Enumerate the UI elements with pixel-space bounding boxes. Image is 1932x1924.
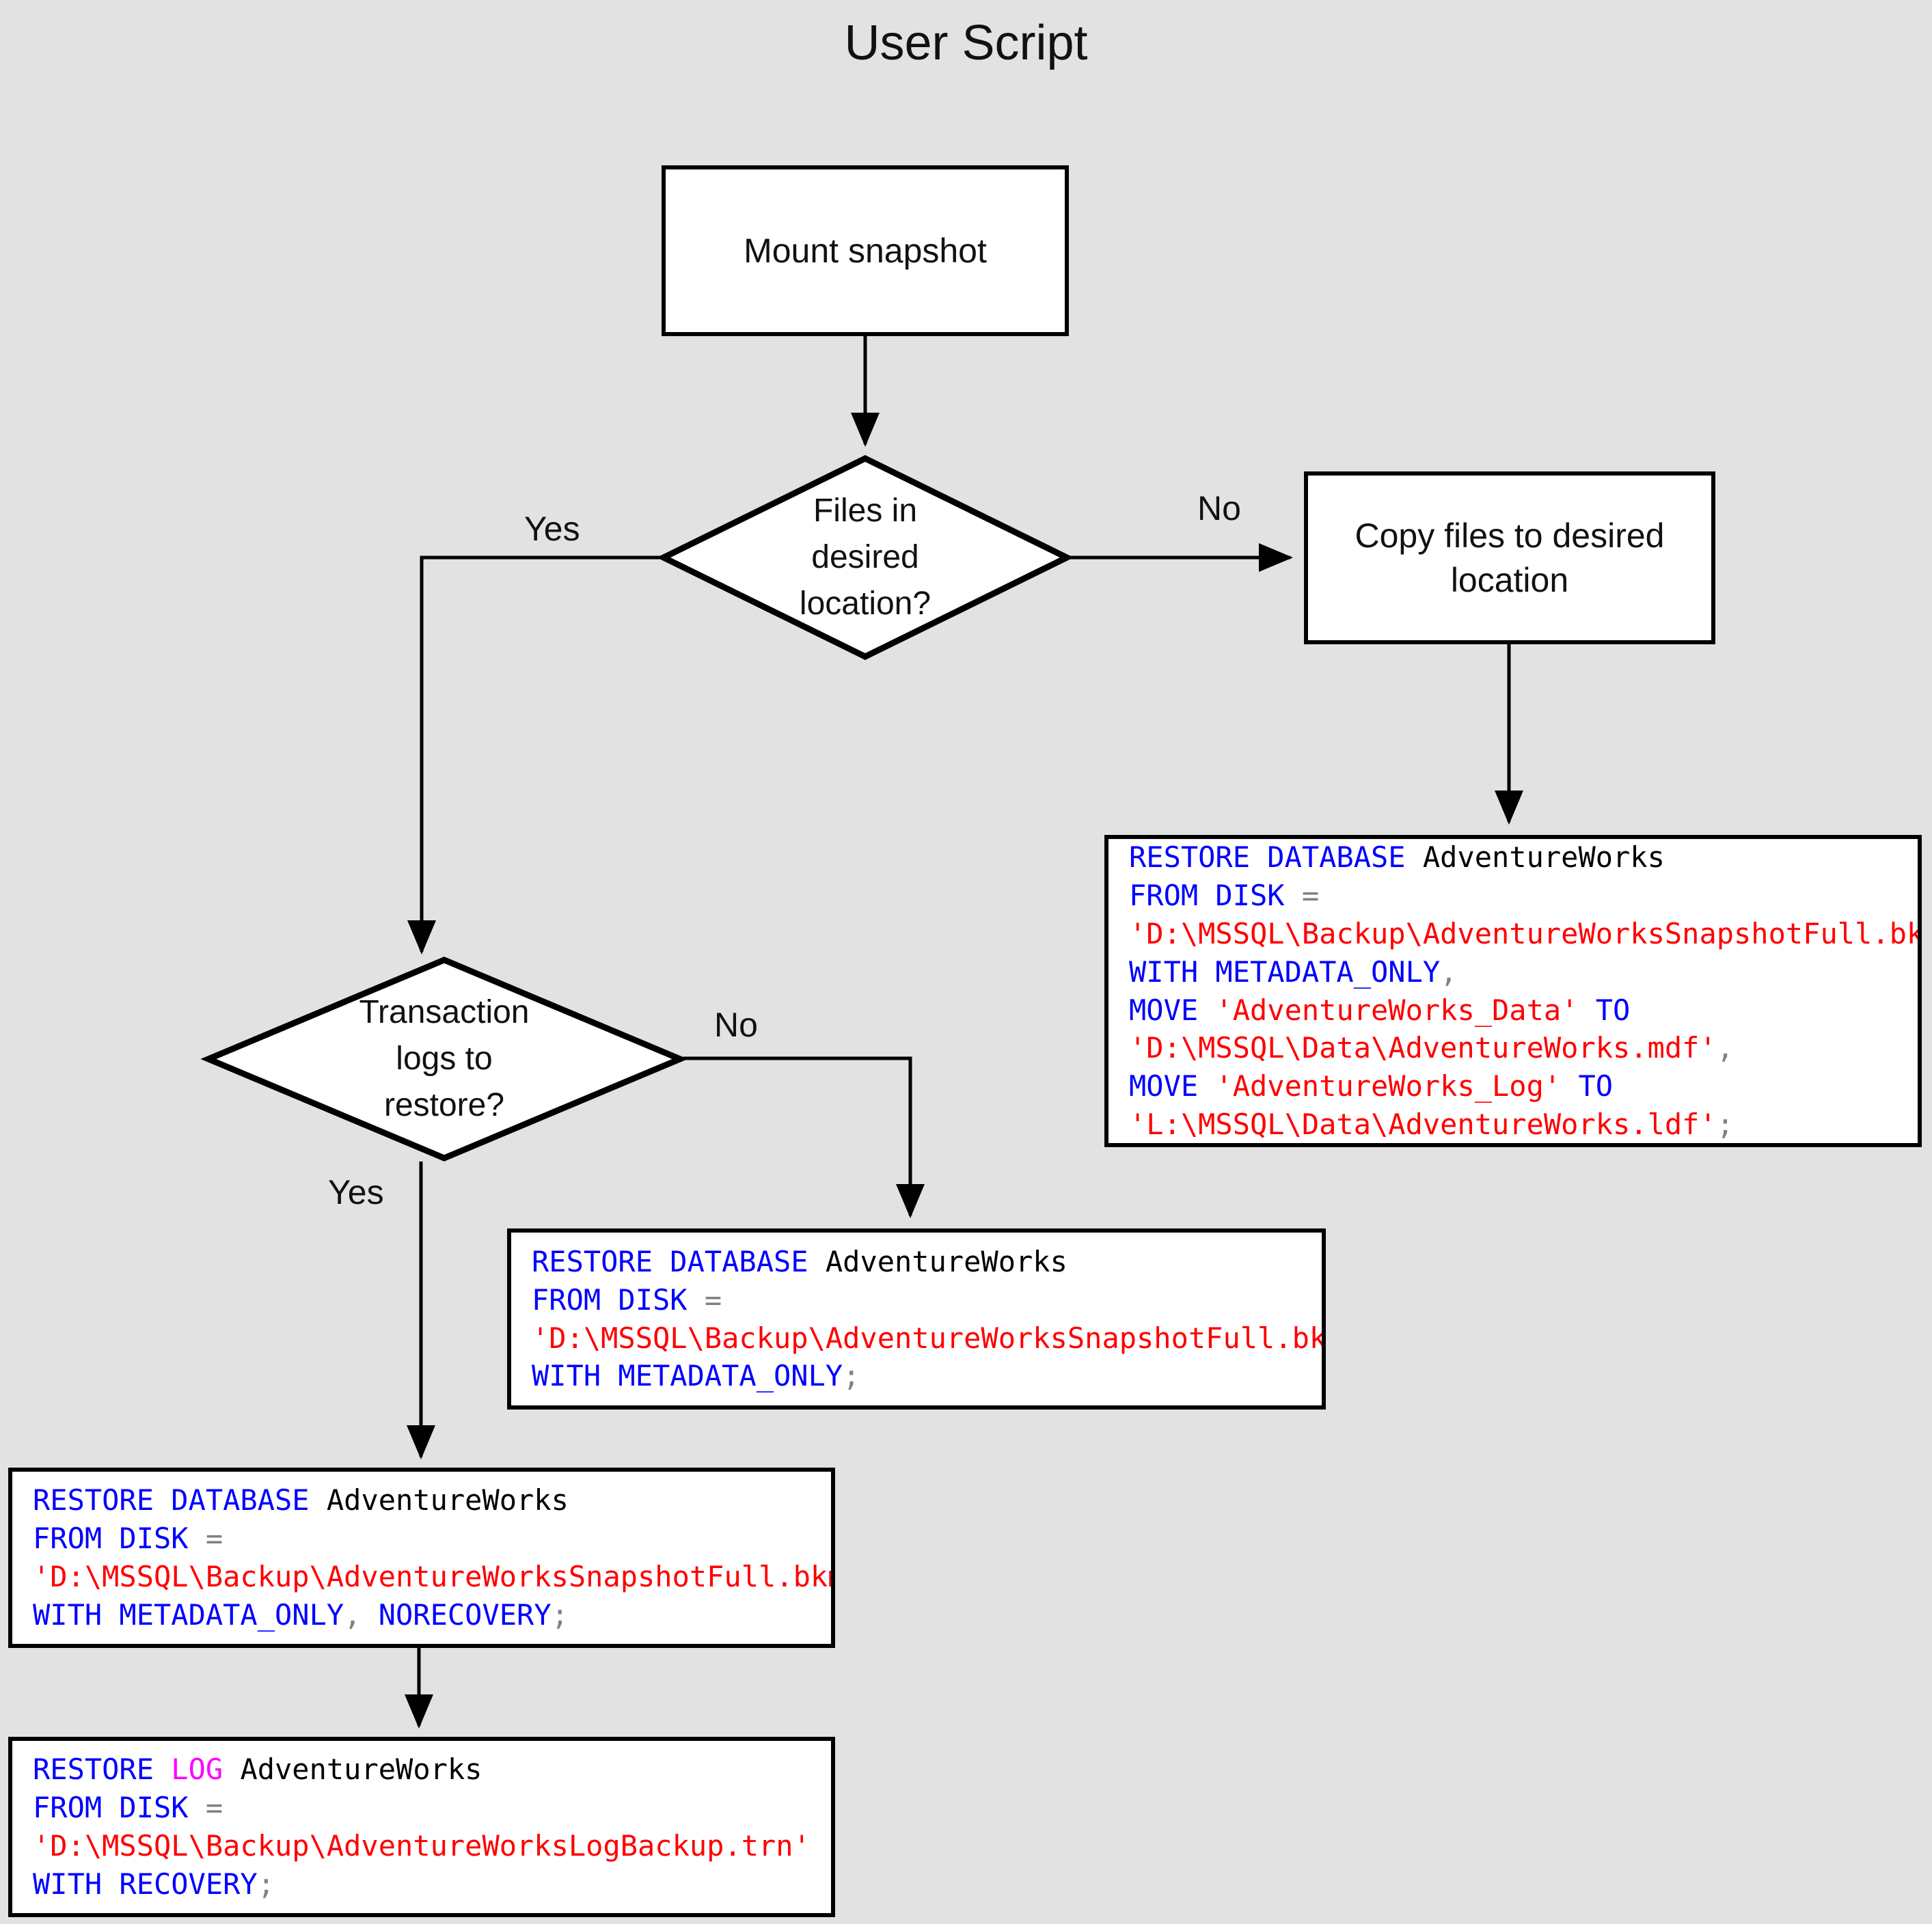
code-token: ; bbox=[843, 1359, 860, 1393]
edge-label-logs-no: No bbox=[714, 1006, 758, 1044]
code-line: RESTORE DATABASE AdventureWorks bbox=[532, 1243, 1322, 1281]
code-line: FROM DISK = bbox=[33, 1520, 831, 1558]
code-line: WITH METADATA_ONLY; bbox=[532, 1357, 1322, 1395]
code-token: 'D:\MSSQL\Backup\AdventureWorksSnapshotF… bbox=[33, 1560, 835, 1593]
code-line: FROM DISK = bbox=[1129, 877, 1918, 915]
code-token: 'AdventureWorks_Log' bbox=[1215, 1069, 1562, 1103]
code-line: WITH RECOVERY; bbox=[33, 1865, 831, 1904]
edge-label-files-no: No bbox=[1197, 489, 1241, 527]
edge-logs-no-to-restore-metadata bbox=[683, 1056, 925, 1219]
code-token: WITH METADATA_ONLY bbox=[1129, 954, 1441, 989]
code-token bbox=[223, 1753, 240, 1786]
code-line: 'D:\MSSQL\Backup\AdventureWorksSnapshotF… bbox=[33, 1558, 831, 1596]
code-token: 'D:\MSSQL\Backup\AdventureWorksSnapshotF… bbox=[532, 1321, 1326, 1355]
code-token: ; bbox=[551, 1597, 569, 1632]
code-line: WITH METADATA_ONLY, bbox=[1129, 953, 1918, 991]
edge-label-logs-yes: Yes bbox=[328, 1173, 384, 1211]
code-token: TO bbox=[1578, 993, 1631, 1027]
code-line: MOVE 'AdventureWorks_Data' TO bbox=[1129, 991, 1918, 1030]
node-copy-files[interactable]: Copy files to desired location bbox=[1304, 471, 1715, 644]
code-token: WITH RECOVERY bbox=[33, 1867, 258, 1901]
node-mount-snapshot-label: Mount snapshot bbox=[744, 231, 987, 270]
code-line: RESTORE LOG AdventureWorks bbox=[33, 1750, 831, 1789]
code-token: WITH METADATA_ONLY bbox=[532, 1359, 843, 1393]
edge-files-yes-to-logs bbox=[407, 555, 660, 955]
code-token: RESTORE DATABASE bbox=[33, 1483, 327, 1517]
code-token: RESTORE bbox=[33, 1753, 172, 1787]
code-token: 'L:\MSSQL\Data\AdventureWorks.ldf' bbox=[1129, 1108, 1717, 1142]
code-token: ; bbox=[1716, 1108, 1734, 1142]
code-token: , bbox=[1716, 1031, 1734, 1065]
node-transaction-logs-decision[interactable]: Transaction logs to restore? bbox=[200, 957, 688, 1162]
code-token: FROM DISK bbox=[33, 1522, 206, 1556]
code-line: 'D:\MSSQL\Backup\AdventureWorksLogBackup… bbox=[33, 1827, 831, 1865]
code-token: = bbox=[205, 1791, 223, 1825]
code-line: 'D:\MSSQL\Backup\AdventureWorksSnapshotF… bbox=[532, 1319, 1322, 1358]
code-token: AdventureWorks bbox=[326, 1483, 569, 1517]
page-title: User Script bbox=[844, 16, 1088, 70]
code-token: TO bbox=[1561, 1069, 1614, 1103]
code-token: 'AdventureWorks_Data' bbox=[1215, 993, 1579, 1027]
edge-label-files-yes: Yes bbox=[524, 510, 580, 548]
code-token: AdventureWorks bbox=[240, 1753, 482, 1787]
code-line: 'L:\MSSQL\Data\AdventureWorks.ldf'; bbox=[1129, 1105, 1918, 1143]
code-token: AdventureWorks bbox=[1422, 840, 1665, 875]
code-line: FROM DISK = bbox=[532, 1281, 1322, 1319]
code-line: MOVE 'AdventureWorks_Log' TO bbox=[1129, 1067, 1918, 1105]
diamond-shape bbox=[200, 957, 688, 1162]
code-token: ; bbox=[257, 1867, 275, 1901]
node-mount-snapshot[interactable]: Mount snapshot bbox=[662, 165, 1069, 336]
copy-files-line-2: location bbox=[1450, 560, 1569, 599]
node-copy-files-label: Copy files to desired location bbox=[1355, 514, 1664, 603]
code-token: = bbox=[704, 1282, 722, 1317]
code-token: = bbox=[1301, 878, 1320, 912]
code-token: NORECOVERY bbox=[361, 1597, 552, 1632]
code-token: WITH METADATA_ONLY bbox=[33, 1597, 344, 1632]
code-token: 'D:\MSSQL\Backup\AdventureWorksLogBackup… bbox=[33, 1829, 811, 1863]
code-line: 'D:\MSSQL\Data\AdventureWorks.mdf', bbox=[1129, 1029, 1918, 1067]
code-token: , bbox=[1440, 954, 1458, 989]
code-token: 'D:\MSSQL\Data\AdventureWorks.mdf' bbox=[1129, 1031, 1717, 1065]
code-token: 'D:\MSSQL\Backup\AdventureWorksSnapshotF… bbox=[1129, 916, 1922, 950]
code-token: = bbox=[205, 1522, 223, 1556]
code-line: 'D:\MSSQL\Backup\AdventureWorksSnapshotF… bbox=[1129, 915, 1918, 953]
code-token: RESTORE DATABASE bbox=[532, 1244, 826, 1278]
code-line: WITH METADATA_ONLY, NORECOVERY; bbox=[33, 1596, 831, 1634]
code-token: LOG bbox=[171, 1753, 223, 1787]
code-token: FROM DISK bbox=[1129, 878, 1302, 912]
code-token: , bbox=[344, 1597, 362, 1632]
code-line: RESTORE DATABASE AdventureWorks bbox=[1129, 839, 1918, 877]
code-token: MOVE bbox=[1129, 1069, 1216, 1103]
copy-files-line-1: Copy files to desired bbox=[1355, 516, 1665, 555]
node-files-in-location-decision[interactable]: Files in desired location? bbox=[656, 454, 1074, 661]
code-line: FROM DISK = bbox=[33, 1789, 831, 1827]
diamond-shape bbox=[656, 454, 1074, 661]
code-token: AdventureWorks bbox=[825, 1244, 1067, 1278]
code-token: RESTORE DATABASE bbox=[1129, 840, 1423, 875]
code-token: FROM DISK bbox=[532, 1282, 705, 1317]
code-token: FROM DISK bbox=[33, 1791, 206, 1825]
code-token: MOVE bbox=[1129, 993, 1216, 1027]
code-line: RESTORE DATABASE AdventureWorks bbox=[33, 1481, 831, 1520]
